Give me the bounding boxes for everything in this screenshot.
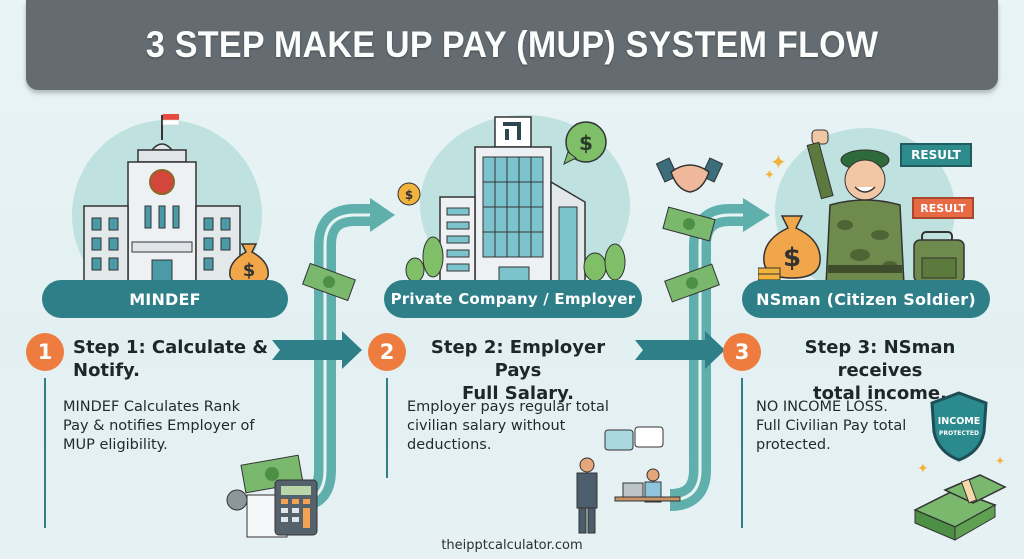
step-badge-3: 3 bbox=[723, 333, 761, 371]
step-1-title: Step 1: Calculate & Notify. bbox=[73, 337, 269, 381]
soldier-icon bbox=[806, 129, 905, 286]
step-3-title: Step 3: NSman receives total income. bbox=[804, 337, 956, 404]
svg-text:✦: ✦ bbox=[995, 455, 1005, 468]
calculator-icon bbox=[226, 454, 318, 538]
cash-stack-icon: ✦ ✦ bbox=[913, 455, 1007, 541]
divider-line bbox=[44, 378, 46, 528]
svg-text:✦: ✦ bbox=[917, 461, 929, 477]
sparkle-icon: ✦ bbox=[770, 150, 787, 174]
result-banner-2: RESULT bbox=[912, 197, 974, 219]
step-3-description: NO INCOME LOSS. Full Civilian Pay total … bbox=[756, 399, 907, 453]
svg-text:PROTECTED: PROTECTED bbox=[939, 430, 979, 437]
step-2-title: Step 2: Employer Pays Full Salary. bbox=[430, 337, 606, 404]
office-building-icon: $ bbox=[397, 116, 626, 287]
cash-bill-icon bbox=[662, 206, 716, 242]
svg-text:$: $ bbox=[243, 260, 256, 281]
svg-text:INCOME: INCOME bbox=[938, 416, 980, 427]
step-2-description: Employer pays regular total civilian sal… bbox=[407, 399, 609, 453]
cash-bill-icon bbox=[664, 263, 720, 303]
title-banner: 3 STEP MAKE UP PAY (MUP) SYSTEM FLOW bbox=[26, 0, 998, 90]
step-1-description: MINDEF Calculates Rank Pay & notifies Em… bbox=[63, 399, 255, 453]
step-badge-2: 2 bbox=[368, 333, 406, 371]
handshake-icon bbox=[655, 157, 724, 193]
dollar-speech-bubble-icon: $ bbox=[563, 121, 607, 165]
government-building-icon bbox=[83, 114, 241, 288]
divider-line bbox=[741, 378, 743, 528]
page-title: 3 STEP MAKE UP PAY (MUP) SYSTEM FLOW bbox=[145, 24, 879, 65]
svg-text:$: $ bbox=[579, 131, 593, 155]
money-bag-icon: $ bbox=[229, 243, 269, 285]
backpack-icon bbox=[913, 231, 965, 283]
income-protected-shield-icon: INCOME PROTECTED bbox=[930, 391, 988, 462]
result-banner-1: RESULT bbox=[900, 143, 972, 167]
entity-label-nsman: NSman (Citizen Soldier) bbox=[742, 280, 990, 318]
divider-line bbox=[386, 378, 388, 478]
svg-text:$: $ bbox=[783, 243, 801, 273]
office-meeting-icon bbox=[576, 426, 681, 534]
entity-label-employer: Private Company / Employer bbox=[384, 280, 642, 318]
entity-label-mindef: MINDEF bbox=[42, 280, 288, 318]
money-bag-icon: $ bbox=[758, 215, 821, 281]
sparkle-icon: ✦ bbox=[764, 168, 775, 183]
step-badge-1: 1 bbox=[26, 333, 64, 371]
footer-source: theipptcalculator.com bbox=[441, 538, 583, 553]
cash-bill-icon bbox=[302, 263, 356, 301]
svg-text:$: $ bbox=[405, 188, 413, 202]
